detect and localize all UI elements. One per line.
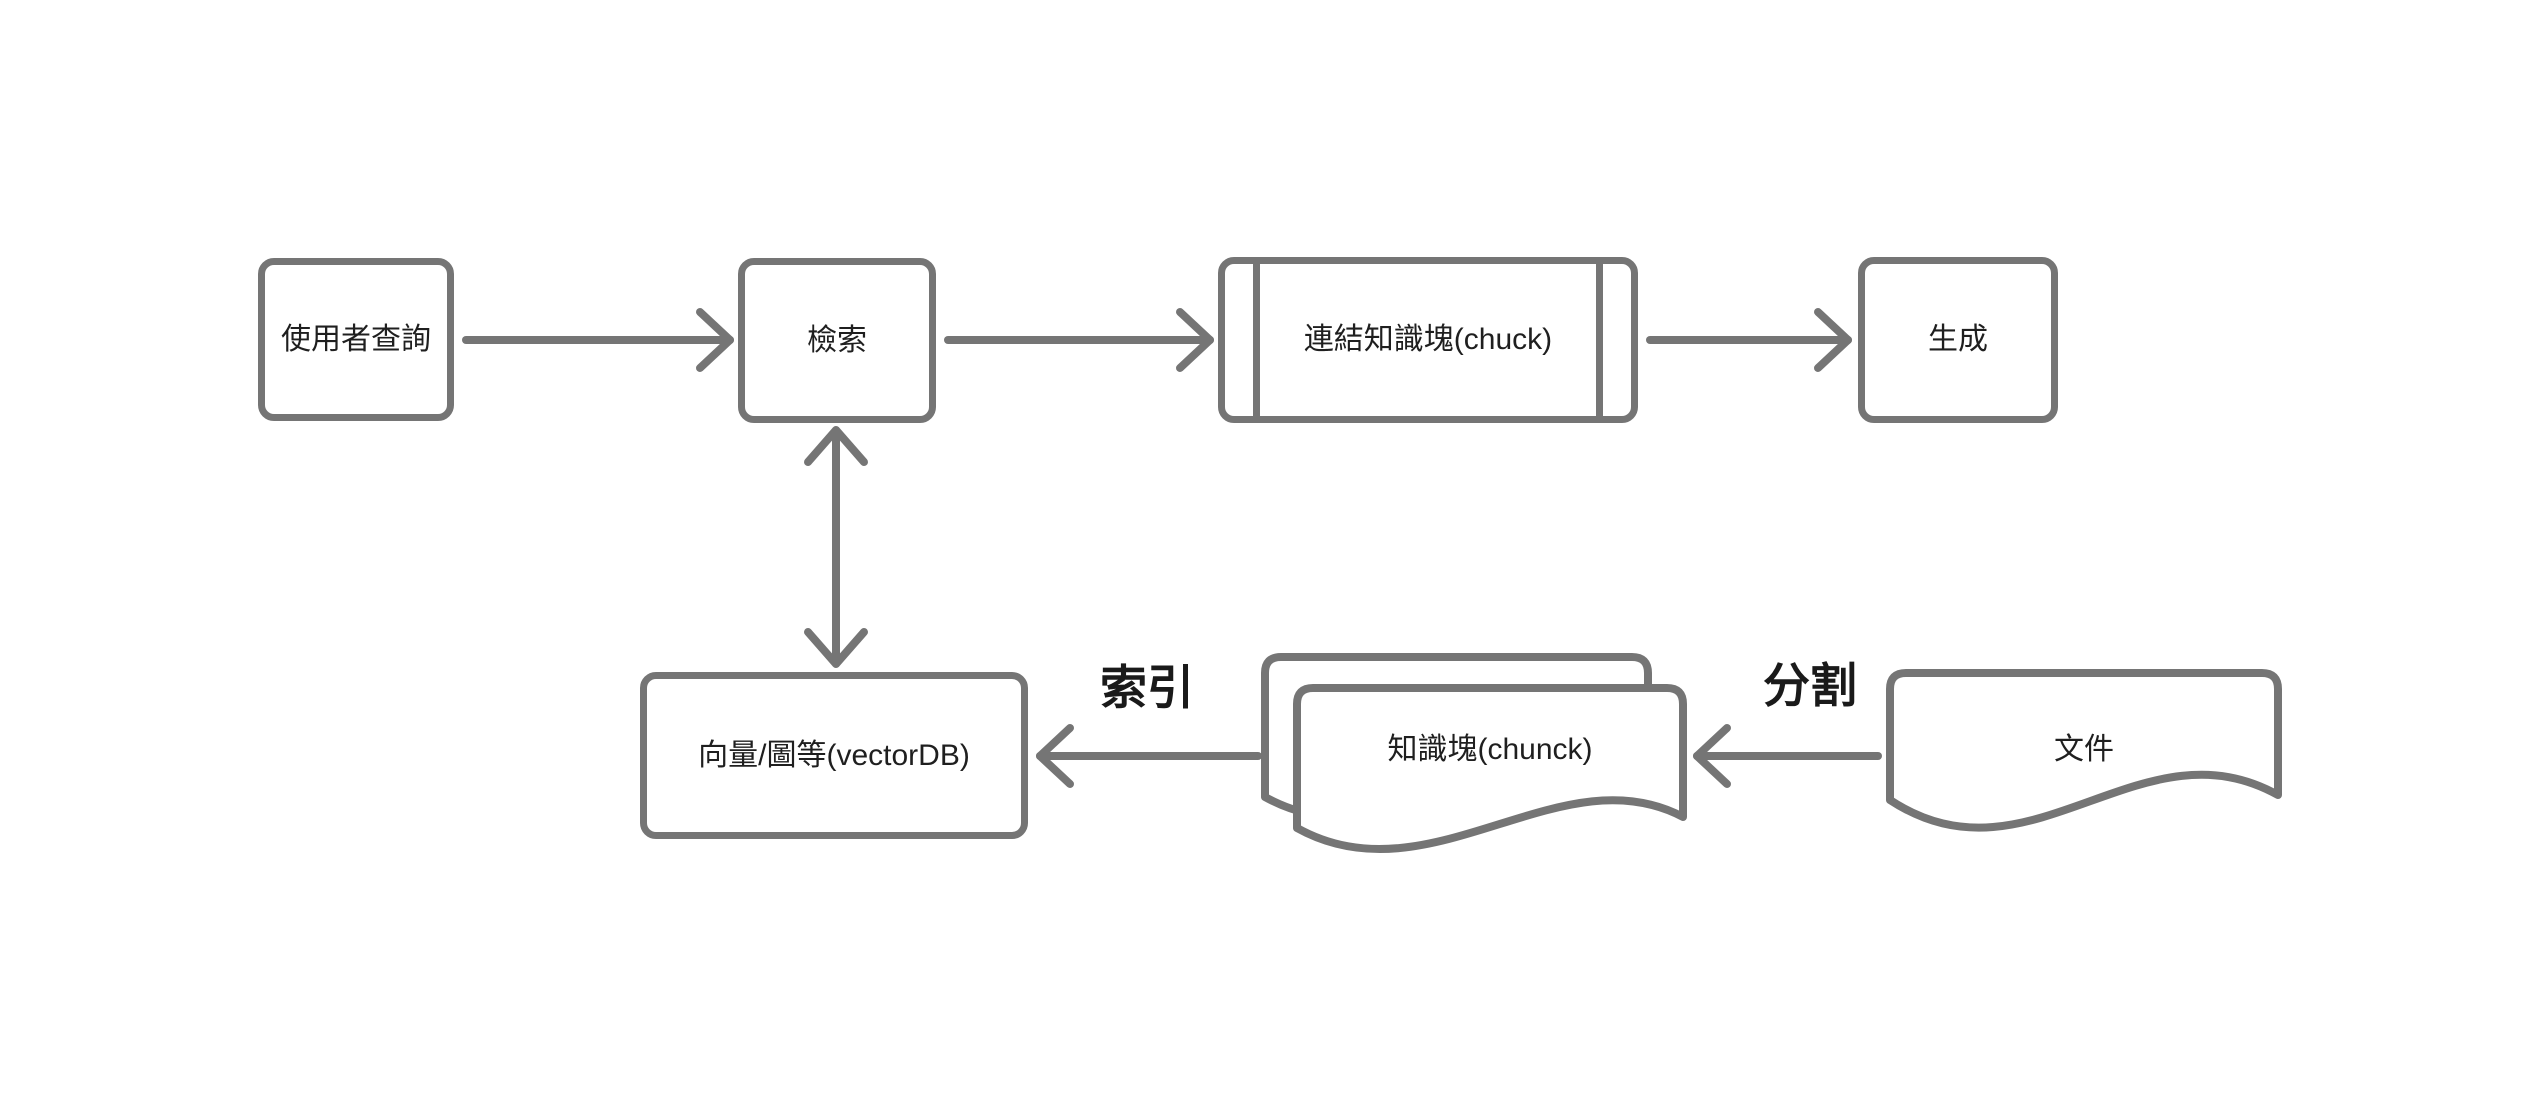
node-document-label: 文件	[2054, 732, 2114, 766]
node-document-label-box: 文件	[1890, 673, 2278, 818]
predefined-process-right-bar	[1596, 264, 1603, 416]
node-linked-chunks-label: 連結知識塊(chuck)	[1303, 323, 1553, 357]
node-chunks-label: 知識塊(chunck)	[1387, 732, 1593, 766]
node-user-query: 使用者查詢	[258, 258, 454, 421]
arrow-retrieval-vectordb-bidirectional	[804, 426, 868, 668]
node-retrieval: 檢索	[738, 258, 936, 423]
arrow-chunks-to-vectordb	[1036, 724, 1262, 788]
node-generation-label: 生成	[1928, 323, 1988, 357]
predefined-process-left-bar	[1253, 264, 1260, 416]
arrow-retrieval-to-linked-chunks	[944, 308, 1214, 372]
edge-label-index: 索引	[1100, 661, 1194, 714]
node-chunks-label-box: 知識塊(chunck)	[1297, 688, 1683, 803]
node-retrieval-label: 檢索	[807, 323, 867, 357]
node-linked-chunks: 連結知識塊(chuck)	[1218, 257, 1638, 423]
edge-label-split: 分割	[1763, 659, 1857, 712]
node-vectordb: 向量/圖等(vectorDB)	[640, 672, 1028, 839]
document-shape	[1886, 669, 2282, 832]
arrow-linked-chunks-to-generation	[1646, 308, 1852, 372]
node-vectordb-label: 向量/圖等(vectorDB)	[698, 738, 970, 772]
node-user-query-label: 使用者查詢	[281, 322, 431, 356]
node-generation: 生成	[1858, 257, 2058, 423]
arrow-user-query-to-retrieval	[462, 308, 734, 372]
chunk-stack-front-sheet-shape	[1293, 684, 1687, 854]
arrow-document-to-chunks	[1693, 724, 1882, 788]
